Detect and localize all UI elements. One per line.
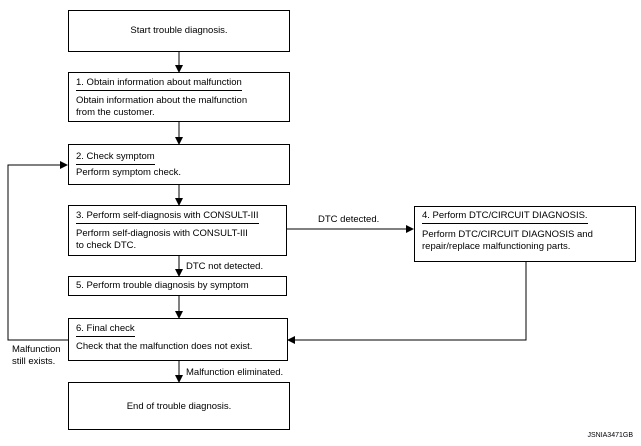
label-malfunction-still-exists-1: Malfunction (12, 344, 61, 355)
start-text: Start trouble diagnosis. (130, 25, 228, 36)
step6-box: 6. Final check Check that the malfunctio… (68, 318, 288, 361)
label-malfunction-still-exists-2: still exists. (12, 356, 56, 367)
end-box: End of trouble diagnosis. (68, 382, 290, 430)
arrow-step4-to-step6 (287, 262, 527, 344)
label-dtc-detected: DTC detected. (318, 214, 380, 225)
step4-title: 4. Perform DTC/CIRCUIT DIAGNOSIS. (422, 210, 588, 224)
figure-code: JSNIA3471GB (587, 432, 633, 439)
step4-box: 4. Perform DTC/CIRCUIT DIAGNOSIS. Perfor… (414, 206, 636, 262)
step1-box: 1. Obtain information about malfunction … (68, 72, 290, 122)
step2-title: 2. Check symptom (76, 151, 155, 165)
step5-title: 5. Perform trouble diagnosis by symptom (76, 280, 249, 291)
step4-line2: repair/replace malfunctioning parts. (422, 241, 571, 252)
step5-box: 5. Perform trouble diagnosis by symptom (68, 276, 287, 296)
step3-line1: Perform self-diagnosis with CONSULT-III (76, 228, 248, 239)
label-malfunction-eliminated: Malfunction eliminated. (186, 367, 284, 378)
step3-title: 3. Perform self-diagnosis with CONSULT-I… (76, 210, 259, 224)
step6-line1: Check that the malfunction does not exis… (76, 341, 253, 352)
step4-line1: Perform DTC/CIRCUIT DIAGNOSIS and (422, 229, 593, 240)
step1-title: 1. Obtain information about malfunction (76, 77, 242, 91)
step1-line1: Obtain information about the malfunction (76, 95, 248, 106)
end-text: End of trouble diagnosis. (126, 401, 232, 412)
arrow-step6-to-step2 (7, 161, 68, 341)
step2-box: 2. Check symptom Perform symptom check. (68, 144, 290, 185)
start-box: Start trouble diagnosis. (68, 10, 290, 52)
step3-line2: to check DTC. (76, 240, 137, 251)
step1-line2: from the customer. (76, 107, 155, 118)
step6-title: 6. Final check (76, 323, 135, 337)
step3-box: 3. Perform self-diagnosis with CONSULT-I… (68, 205, 287, 256)
label-dtc-not-detected: DTC not detected. (186, 261, 264, 272)
step2-line1: Perform symptom check. (76, 167, 182, 178)
